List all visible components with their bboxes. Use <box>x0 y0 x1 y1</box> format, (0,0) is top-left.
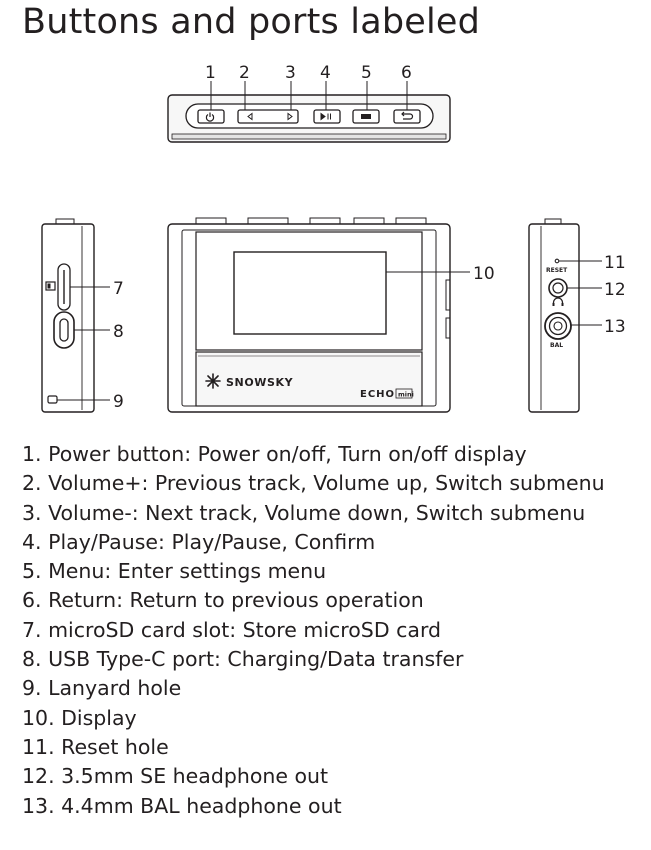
callout-5: 5 <box>361 63 372 83</box>
callout-9: 9 <box>113 392 124 412</box>
snowsky-logo-icon <box>205 373 221 389</box>
headphone-icon <box>552 297 564 305</box>
device-diagram: 1 2 3 4 5 6 7 8 9 <box>41 63 626 413</box>
legend-item: 10. Display <box>22 705 137 730</box>
jack-3-5mm <box>548 278 568 298</box>
jack-4-4mm <box>544 312 572 340</box>
return-button <box>393 109 421 124</box>
callout-10: 10 <box>473 264 495 284</box>
callout-6: 6 <box>401 63 412 83</box>
left-leader-lines <box>57 286 110 401</box>
callout-7: 7 <box>113 279 124 299</box>
callout-4: 4 <box>320 63 331 83</box>
bal-label: BAL <box>550 342 563 349</box>
legend-item: 12. 3.5mm SE headphone out <box>22 764 329 789</box>
display-screen <box>233 251 387 335</box>
play-pause-button <box>313 109 341 124</box>
callout-13: 13 <box>604 317 626 337</box>
model-badge: mini <box>398 391 414 399</box>
left-side-view <box>41 218 110 413</box>
legend-item: 9. Lanyard hole <box>22 676 182 701</box>
legend-item: 13. 4.4mm BAL headphone out <box>22 793 342 818</box>
page-title: Buttons and ports labeled <box>22 2 481 42</box>
callout-8: 8 <box>113 322 124 342</box>
top-leader-lines <box>210 81 408 110</box>
left-side-top-tab <box>55 218 75 225</box>
power-icon <box>205 112 215 122</box>
reset-label: RESET <box>546 267 568 274</box>
legend-item: 4. Play/Pause: Play/Pause, Confirm <box>22 529 376 554</box>
callout-1: 1 <box>205 63 216 83</box>
callout-2: 2 <box>239 63 250 83</box>
top-view <box>167 81 451 143</box>
legend-item: 3. Volume-: Next track, Volume down, Swi… <box>22 500 586 525</box>
volume-rocker <box>237 109 299 124</box>
volume-down-icon <box>287 112 293 121</box>
legend-item: 8. USB Type-C port: Charging/Data transf… <box>22 647 464 672</box>
legend-item: 6. Return: Return to previous operation <box>22 588 424 613</box>
legend-item: 2. Volume+: Previous track, Volume up, S… <box>22 471 605 496</box>
model-name: ECHO <box>360 389 395 400</box>
right-side-view <box>528 218 602 413</box>
front-lower-panel <box>195 351 423 407</box>
front-top-tabs <box>195 217 227 225</box>
legend-item: 7. microSD card slot: Store microSD card <box>22 617 442 642</box>
side-button-notch <box>445 279 451 311</box>
reset-hole <box>554 258 560 264</box>
right-leader-lines <box>559 260 602 326</box>
play-pause-icon <box>320 112 331 121</box>
return-icon <box>401 111 414 120</box>
volume-up-icon <box>247 112 253 121</box>
lanyard-hole <box>47 395 58 404</box>
top-view-bottom-edge <box>171 133 447 140</box>
legend-item: 1. Power button: Power on/off, Turn on/o… <box>22 442 527 466</box>
legend-item: 11. Reset hole <box>22 734 169 759</box>
callout-12: 12 <box>604 280 626 300</box>
model-badge-box <box>395 388 413 399</box>
front-view <box>167 217 470 413</box>
menu-icon <box>361 114 371 119</box>
usb-c-port <box>53 311 75 349</box>
brand-name: SNOWSKY <box>226 376 294 389</box>
callout-11: 11 <box>604 253 626 273</box>
callout-3: 3 <box>285 63 296 83</box>
legend-list: 1. Power button: Power on/off, Turn on/o… <box>22 440 605 821</box>
legend-item: 5. Menu: Enter settings menu <box>22 559 327 584</box>
